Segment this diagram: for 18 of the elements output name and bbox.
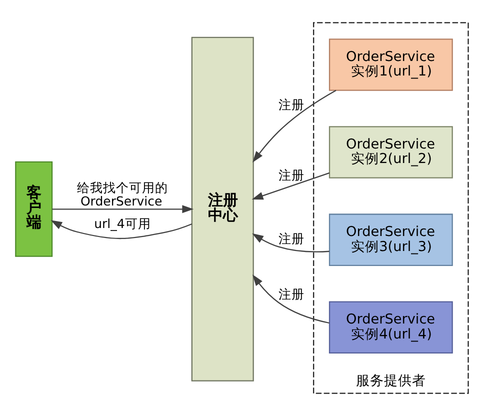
edge-label: 注册	[278, 230, 304, 246]
edge-label: 注册	[278, 96, 304, 112]
node-box: OrderService 实例3(url_3)	[328, 213, 453, 266]
arrow	[252, 172, 330, 200]
edge-label: url_4可用	[94, 216, 151, 231]
arrow	[52, 204, 194, 213]
arrow	[50, 220, 192, 239]
node-box: OrderService 实例2(url_2)	[328, 126, 453, 178]
edge-label: 注册	[278, 286, 304, 302]
node-box: OrderService 实例1(url_1)	[328, 38, 453, 90]
node-box: OrderService 实例4(url_4)	[328, 300, 453, 354]
edge-label: 给我找个可用的 OrderService	[77, 179, 168, 208]
node-box: 客户端	[15, 160, 53, 256]
edge-label: 注册	[278, 166, 304, 182]
arrow	[252, 274, 330, 324]
arrow	[252, 89, 336, 162]
node-box: 注册中心	[191, 36, 254, 381]
arrow	[252, 232, 330, 252]
